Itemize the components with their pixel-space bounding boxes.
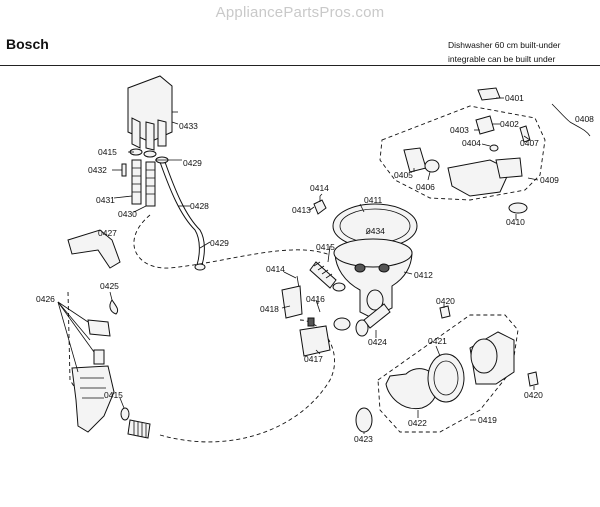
part-0418-0417-switch <box>281 285 331 357</box>
part-0433-bracket <box>127 75 179 151</box>
label-0420-lower: 0420 <box>524 390 543 400</box>
header-rule <box>0 65 600 66</box>
label-0410: 0410 <box>506 217 525 227</box>
part-0423-seal <box>355 407 373 433</box>
label-0419: 0419 <box>478 415 497 425</box>
label-0412: 0412 <box>414 270 433 280</box>
label-0416: 0416 <box>306 294 325 304</box>
leader-0426 <box>57 301 95 373</box>
part-0426-group <box>71 299 119 433</box>
label-0409: 0409 <box>540 175 559 185</box>
label-0427: 0427 <box>98 228 117 238</box>
part-0415-spring <box>309 261 346 292</box>
label-0406: 0406 <box>416 182 435 192</box>
part-seal-ring-2 <box>355 319 369 337</box>
part-0409-group <box>403 87 531 214</box>
part-0428-hose <box>164 161 205 266</box>
label-0405: 0405 <box>394 170 413 180</box>
label-0415-lower: 0415 <box>104 390 123 400</box>
label-0430: 0430 <box>118 209 137 219</box>
label-0413: 0413 <box>292 205 311 215</box>
part-0419-pump <box>385 305 539 410</box>
part-seal-ring <box>333 317 351 331</box>
label-0415-mid: 0415 <box>316 242 335 252</box>
label-0422: 0422 <box>408 418 427 428</box>
label-0431: 0431 <box>96 195 115 205</box>
part-0411-0412-sump <box>332 203 418 319</box>
label-0432: 0432 <box>88 165 107 175</box>
label-0420-top: 0420 <box>436 296 455 306</box>
label-0408: 0408 <box>575 114 594 124</box>
dashed-group-0419 <box>377 314 519 433</box>
label-0404: 0404 <box>462 138 481 148</box>
label-0403: 0403 <box>450 125 469 135</box>
label-0415-top: 0415 <box>98 147 117 157</box>
model-description: Dishwasher 60 cm built-under integrable … <box>448 40 561 64</box>
part-drain-hose-stub <box>127 419 151 439</box>
label-0426: 0426 <box>36 294 55 304</box>
label-0407: 0407 <box>520 138 539 148</box>
label-0401: 0401 <box>505 93 524 103</box>
label-0434: 0434 <box>366 226 385 236</box>
label-0421: 0421 <box>428 336 447 346</box>
part-0424-spring-hose <box>363 303 391 329</box>
label-0418: 0418 <box>260 304 279 314</box>
leader-lines <box>109 97 539 434</box>
label-0429-mid: 0429 <box>210 238 229 248</box>
part-0427-cover <box>67 229 121 269</box>
label-0417: 0417 <box>304 354 323 364</box>
part-0415-lower-clamp <box>120 407 130 421</box>
label-0414-mid: 0414 <box>266 264 285 274</box>
label-0402: 0402 <box>500 119 519 129</box>
label-0423: 0423 <box>354 434 373 444</box>
label-0411: 0411 <box>364 195 383 205</box>
part-0431-0430-sleeves <box>121 148 157 207</box>
watermark: AppliancePartsPros.com <box>215 4 385 21</box>
label-0429-top: 0429 <box>183 158 202 168</box>
label-0425: 0425 <box>100 281 119 291</box>
label-0428: 0428 <box>190 201 209 211</box>
part-0408-cable <box>551 103 591 137</box>
dashed-group-0409 <box>379 105 546 201</box>
part-0413 <box>313 199 327 215</box>
label-0414-top: 0414 <box>310 183 329 193</box>
label-0424: 0424 <box>368 337 387 347</box>
label-0433: 0433 <box>179 121 198 131</box>
dashed-hose-run <box>133 214 331 269</box>
brand-title: Bosch <box>6 36 49 52</box>
